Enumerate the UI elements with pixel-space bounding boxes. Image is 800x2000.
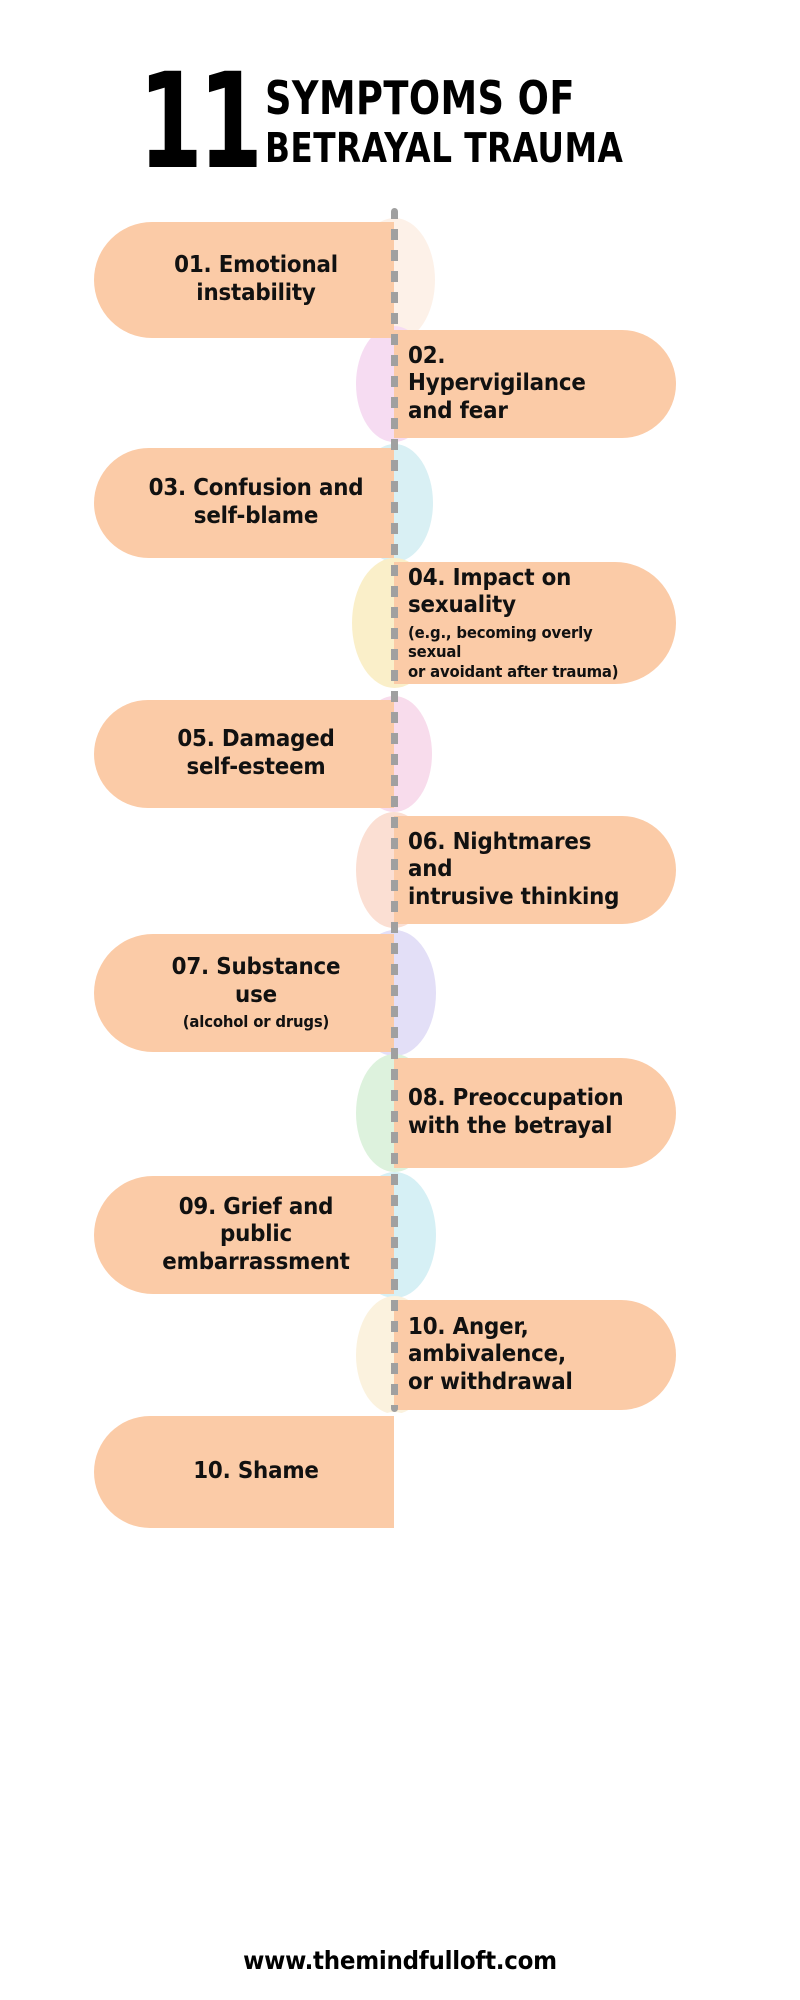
symptom-card-07[interactable]: 07. Substance use (alcohol or drugs) bbox=[94, 934, 394, 1052]
symptom-card-11[interactable]: 10. Shame bbox=[94, 1416, 394, 1528]
title-line-2: BETRAYAL TRAUMA bbox=[264, 123, 624, 172]
symptom-card-10[interactable]: 10. Anger, ambivalence,or withdrawal bbox=[394, 1300, 676, 1410]
symptom-title: 07. Substance use bbox=[171, 954, 341, 1008]
header: 11 SYMPTOMS OF BETRAYAL TRAUMA bbox=[80, 45, 720, 202]
symptom-card-04[interactable]: 04. Impact on sexuality(e.g., becoming o… bbox=[394, 562, 676, 684]
timeline-spine bbox=[391, 208, 398, 1412]
symptom-row: 07. Substance use (alcohol or drugs) bbox=[80, 930, 720, 1056]
symptom-title: 10. Anger, ambivalence,or withdrawal bbox=[408, 1313, 573, 1395]
headline-number: 11 bbox=[138, 45, 263, 199]
symptom-subtitle: (alcohol or drugs) bbox=[182, 1012, 330, 1032]
footer-website-url[interactable]: www.themindfulloft.com bbox=[243, 1946, 557, 1975]
title-line-1: SYMPTOMS OF bbox=[264, 71, 575, 125]
symptom-row: 04. Impact on sexuality(e.g., becoming o… bbox=[80, 558, 720, 688]
symptom-row: 10. Anger, ambivalence,or withdrawal bbox=[80, 1296, 720, 1414]
infographic-canvas: 11 SYMPTOMS OF BETRAYAL TRAUMA 01. Emoti… bbox=[80, 0, 720, 2000]
symptom-title: 10. Shame bbox=[193, 1458, 319, 1485]
symptom-row: 10. Shame bbox=[80, 1412, 720, 1532]
title-block: SYMPTOMS OF BETRAYAL TRAUMA bbox=[265, 62, 713, 170]
symptom-title: 04. Impact on sexuality bbox=[408, 564, 572, 619]
